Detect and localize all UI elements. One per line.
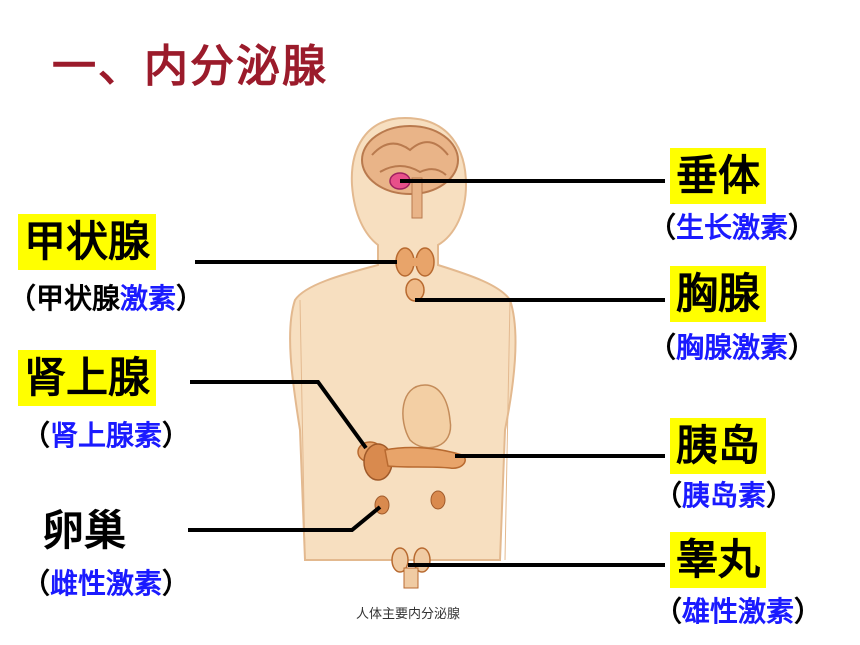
hormone-thymus-text: 胸腺激素 xyxy=(676,331,789,364)
hormone-adrenal-text: 肾上腺素 xyxy=(50,419,163,452)
figure-caption: 人体主要内分泌腺 xyxy=(356,607,461,622)
paren-open: （ xyxy=(654,595,683,628)
adrenal-leader xyxy=(190,380,368,450)
hormone-thymus: （胸腺激素） xyxy=(648,330,816,366)
thyroid-gland xyxy=(395,247,435,277)
brain xyxy=(361,125,459,219)
hormone-testis-text: 雄性激素 xyxy=(682,595,795,628)
label-testis: 睾丸 xyxy=(670,532,767,588)
paren-open: （ xyxy=(648,331,677,364)
label-thymus: 胸腺 xyxy=(670,266,767,322)
paren-close: ） xyxy=(794,595,823,628)
pancreas xyxy=(384,446,466,469)
label-ovary: 卵巢 xyxy=(42,506,127,555)
hormone-pancreas: （胰岛素） xyxy=(654,478,794,514)
ovary-right xyxy=(430,490,446,510)
hormone-pancreas-text: 胰岛素 xyxy=(682,479,767,512)
hormone-adrenal: （肾上腺素） xyxy=(22,418,190,454)
hormone-thyroid: （甲状腺激素） xyxy=(8,281,204,317)
hormone-ovary-text: 雌性激素 xyxy=(50,567,163,600)
hormone-thyroid-black: 甲状腺 xyxy=(36,282,121,315)
paren-open: （ xyxy=(22,419,51,452)
hormone-pituitary: （生长激素） xyxy=(648,210,816,246)
label-adrenal: 肾上腺 xyxy=(18,350,157,406)
hormone-ovary: （雌性激素） xyxy=(22,566,190,602)
hormone-thyroid-blue: 激素 xyxy=(120,282,177,315)
paren-close: ） xyxy=(766,479,795,512)
paren-open: （ xyxy=(654,479,683,512)
label-pancreas: 胰岛 xyxy=(670,418,767,474)
paren-close: ） xyxy=(788,331,817,364)
ovary-leader xyxy=(188,505,382,532)
label-pituitary: 垂体 xyxy=(670,148,767,204)
paren-open: （ xyxy=(648,211,677,244)
stomach xyxy=(402,384,452,449)
paren-open: （ xyxy=(22,567,51,600)
label-thyroid: 甲状腺 xyxy=(18,214,157,270)
hormone-pituitary-text: 生长激素 xyxy=(676,211,789,244)
hormone-testis: （雄性激素） xyxy=(654,594,822,630)
paren-close: ） xyxy=(176,282,205,315)
paren-close: ） xyxy=(162,419,191,452)
paren-close: ） xyxy=(162,567,191,600)
paren-close: ） xyxy=(788,211,817,244)
page-title: 一、内分泌腺 xyxy=(52,41,328,92)
thymus-gland xyxy=(405,278,425,302)
paren-open: （ xyxy=(8,282,37,315)
